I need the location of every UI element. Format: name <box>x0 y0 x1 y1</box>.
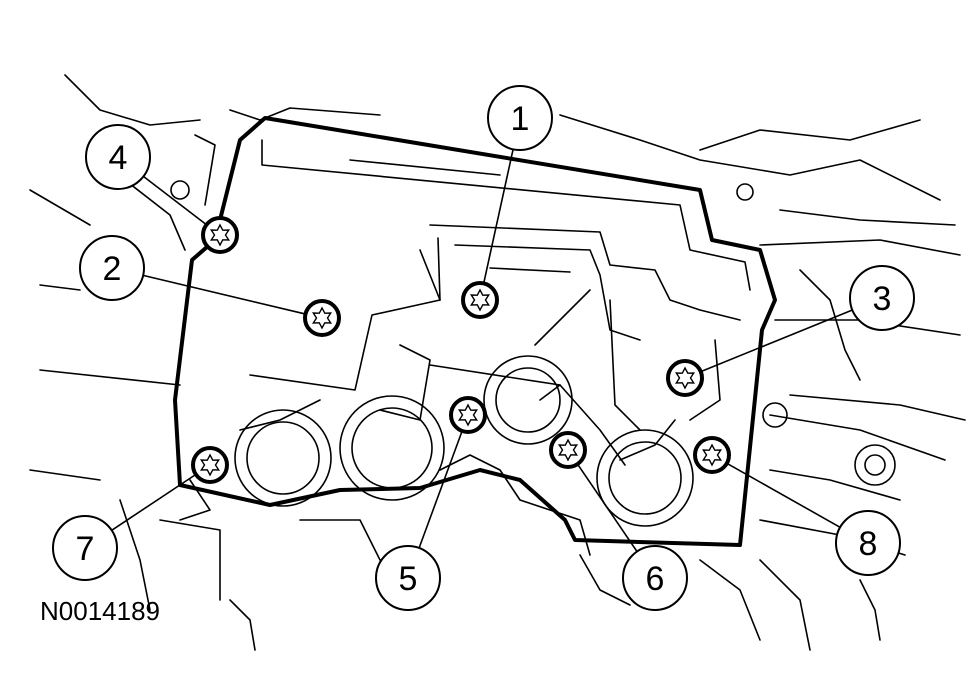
callout-8: 8 <box>835 510 901 576</box>
callout-circle <box>52 515 118 581</box>
callout-circle <box>835 510 901 576</box>
callout-5: 5 <box>375 545 441 611</box>
bolt-group <box>191 216 731 484</box>
bores <box>234 355 694 527</box>
leader-line-5 <box>418 431 463 549</box>
leader-line-6 <box>577 464 638 552</box>
callout-number: 5 <box>399 560 418 598</box>
callout-number: 4 <box>109 139 128 177</box>
callout-3: 3 <box>849 265 915 331</box>
figure-id-label: N0014189 <box>40 596 160 626</box>
bolt-5 <box>449 396 487 434</box>
leader-line-2 <box>142 274 305 315</box>
callout-number: 7 <box>76 530 95 568</box>
callout-circle <box>849 265 915 331</box>
torx-star-icon <box>311 306 333 330</box>
torx-star-icon <box>701 443 723 467</box>
torx-star-icon <box>557 438 579 462</box>
callout-circle <box>622 545 688 611</box>
housing-outline <box>29 74 966 651</box>
leader-line-3 <box>701 309 853 372</box>
torx-star-icon <box>209 223 231 247</box>
bolt-6 <box>549 431 587 469</box>
callout-group: 1 2 3 4 5 6 7 8 <box>52 85 915 611</box>
leader-line-7 <box>111 474 196 531</box>
bolt-7 <box>191 446 229 484</box>
cover-plate <box>173 116 777 547</box>
callout-number: 8 <box>859 525 878 563</box>
callout-number: 1 <box>511 100 530 138</box>
torx-star-icon <box>457 403 479 427</box>
callout-1: 1 <box>487 85 553 151</box>
torx-star-icon <box>469 288 491 312</box>
callout-4: 4 <box>85 124 151 190</box>
leader-line-8 <box>727 463 841 528</box>
callout-2: 2 <box>79 235 145 301</box>
callout-7: 7 <box>52 515 118 581</box>
torx-star-icon <box>199 453 221 477</box>
bolt-4 <box>201 216 239 254</box>
callout-number: 6 <box>646 560 665 598</box>
callout-circle <box>85 124 151 190</box>
callout-circle <box>487 85 553 151</box>
torx-star-icon <box>674 366 696 390</box>
bolt-8 <box>693 436 731 474</box>
leader-line-4 <box>142 175 207 225</box>
leader-lines <box>111 149 853 552</box>
callout-number: 2 <box>103 250 122 288</box>
bolt-2 <box>303 299 341 337</box>
bolt-1 <box>461 281 499 319</box>
callout-circle <box>79 235 145 301</box>
callout-circle <box>375 545 441 611</box>
leader-line-1 <box>483 149 514 283</box>
bolt-3 <box>666 359 704 397</box>
callout-6: 6 <box>622 545 688 611</box>
callout-number: 3 <box>873 280 892 318</box>
